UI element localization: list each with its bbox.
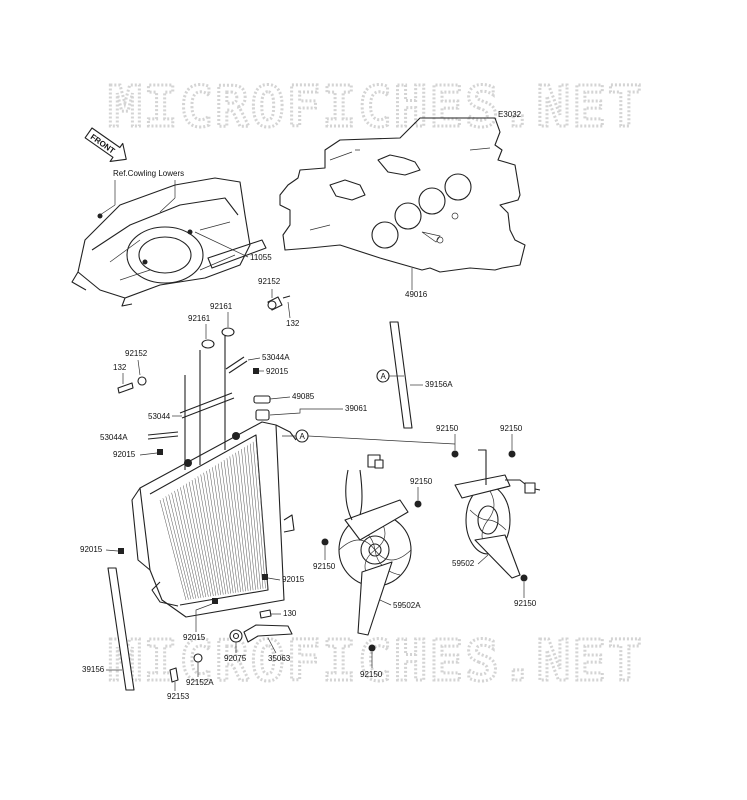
bracket-35063	[243, 624, 293, 643]
radiator-fin	[215, 465, 234, 594]
radiator-fin	[252, 441, 266, 589]
radiator-fin	[226, 458, 244, 592]
label-49085: 49085	[292, 392, 315, 401]
label-49016: 49016	[405, 290, 428, 299]
radiator-fin	[249, 443, 264, 589]
label-59502: 59502	[452, 559, 475, 568]
grommet-92152A	[193, 653, 203, 663]
side-seal-39156	[107, 567, 135, 691]
label-92152-upper: 92152	[258, 277, 281, 286]
ref-cowling-note: Ref.Cowling Lowers	[113, 169, 184, 178]
label-132-upper: 132	[286, 319, 300, 328]
heat-shield-plate	[279, 117, 526, 273]
radiator-fin	[200, 474, 222, 595]
callout-a-lower: A	[300, 432, 306, 441]
radiator-fin	[229, 456, 246, 592]
bolt-130	[259, 609, 272, 619]
radiator-fin	[232, 454, 249, 591]
radiator-fin	[165, 496, 192, 600]
radiator-fin	[206, 470, 227, 595]
watermark-top: MICROFICHES.NET	[108, 75, 644, 140]
label-92161-a: 92161	[210, 302, 233, 311]
label-92161-b: 92161	[188, 314, 211, 323]
radiator-fin	[174, 490, 199, 599]
label-92015-bottom: 92015	[183, 633, 206, 642]
cowling-lower-part	[71, 177, 267, 307]
radiator-fin	[185, 483, 209, 597]
radiator-fin	[209, 469, 229, 594]
radiator-fin	[188, 481, 212, 597]
label-92015-mid: 92015	[80, 545, 103, 554]
collar-92075	[229, 629, 243, 643]
callout-a-upper: A	[381, 372, 387, 381]
radiator-fin	[235, 452, 251, 591]
radiator-fin	[180, 487, 204, 598]
label-11055: 11055	[250, 253, 272, 262]
radiator-fin	[255, 439, 269, 589]
label-92015-right: 92015	[282, 575, 305, 584]
clip-92015-upper	[253, 368, 259, 374]
label-92150-e: 92150	[514, 599, 537, 608]
fan-assembly-59502A	[338, 454, 412, 636]
radiator-fin	[197, 476, 219, 596]
radiator-fin	[238, 450, 254, 591]
bolts-92150	[321, 450, 528, 652]
clip-92015-bottom	[212, 598, 218, 604]
radiator-fin	[203, 472, 224, 595]
label-39156: 39156	[82, 665, 105, 674]
hose-53044	[179, 392, 235, 419]
label-92150-a: 92150	[436, 424, 459, 433]
label-92152-left: 92152	[125, 349, 148, 358]
grommet-92161-pair	[201, 327, 235, 349]
label-53044A-lower: 53044A	[100, 433, 128, 442]
radiator-fin	[244, 447, 259, 590]
radiator-fin	[223, 459, 241, 593]
bolt-132-upper	[267, 295, 291, 311]
radiator-core	[131, 335, 297, 618]
radiator-fin	[162, 498, 189, 600]
label-59502A: 59502A	[393, 601, 421, 610]
label-53044: 53044	[148, 412, 171, 421]
radiator-fin	[220, 461, 239, 593]
label-92153: 92153	[167, 692, 190, 701]
label-39061: 39061	[345, 404, 368, 413]
fan-assembly-59502	[454, 449, 541, 579]
label-92150-d: 92150	[313, 562, 336, 571]
label-132-left: 132	[113, 363, 127, 372]
radiator-fin	[194, 478, 217, 596]
clip-92015-right	[262, 574, 268, 580]
radiator-fin	[159, 499, 187, 601]
label-92075: 92075	[224, 654, 247, 663]
diagram-code: E3032	[498, 110, 522, 119]
label-92015-upper: 92015	[266, 367, 289, 376]
label-130: 130	[283, 609, 297, 618]
radiator-fin	[168, 494, 194, 599]
hose-53044A-lower	[147, 431, 179, 440]
radiator-fin	[247, 445, 261, 590]
label-92152A: 92152A	[186, 678, 214, 687]
hose-53044A-upper	[225, 356, 248, 374]
bolt-92153	[169, 667, 179, 683]
label-92150-c: 92150	[410, 477, 433, 486]
radiator-fin	[241, 449, 256, 590]
radiator-fin	[183, 485, 207, 598]
label-92150-f: 92150	[360, 670, 383, 679]
label-35063: 35063	[268, 654, 291, 663]
radiator-fin	[191, 479, 214, 597]
radiator-cap-49085	[253, 395, 271, 421]
label-39156A: 39156A	[425, 380, 453, 389]
clip-92015-mid	[118, 548, 124, 554]
clip-92015-left	[157, 449, 163, 455]
radiator-fin	[217, 463, 236, 593]
bolt-132-left	[117, 376, 147, 394]
radiator-fin	[177, 489, 202, 598]
label-53044A-upper: 53044A	[262, 353, 290, 362]
radiator-fin	[212, 467, 231, 594]
label-92150-b: 92150	[500, 424, 523, 433]
radiator-fin	[171, 492, 197, 599]
side-seal-39156A	[389, 321, 413, 429]
label-92015-left: 92015	[113, 450, 136, 459]
